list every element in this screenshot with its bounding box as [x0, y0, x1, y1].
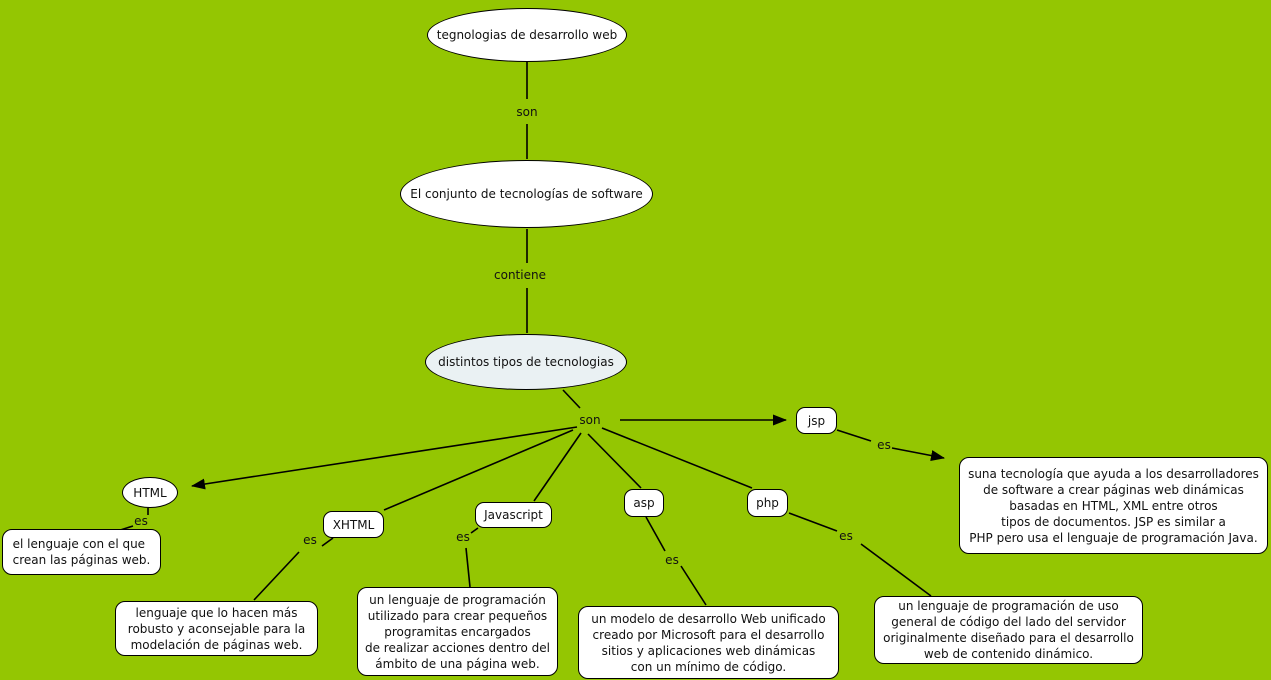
edge-son-php [601, 427, 753, 489]
link-label-son-top[interactable]: son [516, 105, 538, 119]
link-label-es-jsp[interactable]: es [877, 438, 891, 452]
description-php[interactable]: un lenguaje de programación de uso gener… [874, 596, 1143, 664]
edge-javascript-es-desc [465, 527, 479, 588]
edge-asp-es-desc [645, 516, 707, 606]
link-label-es-javascript[interactable]: es [456, 530, 470, 544]
node-javascript[interactable]: Javascript [475, 502, 552, 528]
link-label-son-hub[interactable]: son [579, 413, 601, 427]
node-conjunto-tecnologias-software[interactable]: El conjunto de tecnologías de software [400, 160, 653, 228]
link-label-contiene[interactable]: contiene [494, 268, 546, 282]
description-xhtml[interactable]: lenguaje que lo hacen más robusto y acon… [115, 601, 318, 656]
description-asp[interactable]: un modelo de desarrollo Web unificado cr… [578, 606, 839, 679]
edge-son-xhtml [383, 429, 574, 511]
link-label-es-asp[interactable]: es [665, 553, 679, 567]
description-html[interactable]: el lenguaje con el que crean las páginas… [2, 529, 161, 575]
edge-son-asp [587, 433, 642, 489]
link-label-es-php[interactable]: es [839, 529, 853, 543]
node-distintos-tipos-tecnologias[interactable]: distintos tipos de tecnologias [425, 334, 627, 390]
description-javascript[interactable]: un lenguaje de programación utilizado pa… [357, 587, 558, 676]
node-tecnologias-desarrollo-web[interactable]: tegnologias de desarrollo web [427, 8, 627, 62]
edge-son-html [191, 426, 578, 490]
node-asp[interactable]: asp [624, 489, 664, 517]
node-xhtml[interactable]: XHTML [323, 511, 384, 538]
edge-son-javascript [533, 432, 582, 502]
node-jsp[interactable]: jsp [796, 407, 837, 434]
edge-tipos-son-hub [562, 389, 581, 409]
link-label-es-xhtml[interactable]: es [303, 533, 317, 547]
description-jsp[interactable]: suna tecnología que ayuda a los desarrol… [959, 457, 1268, 554]
link-label-es-html[interactable]: es [134, 514, 148, 528]
edge-php-es-desc [788, 512, 932, 597]
node-html[interactable]: HTML [122, 477, 178, 508]
node-php[interactable]: php [747, 489, 788, 517]
edge-jsp-es-desc [836, 429, 945, 461]
edge-xhtml-es-desc [253, 537, 334, 601]
